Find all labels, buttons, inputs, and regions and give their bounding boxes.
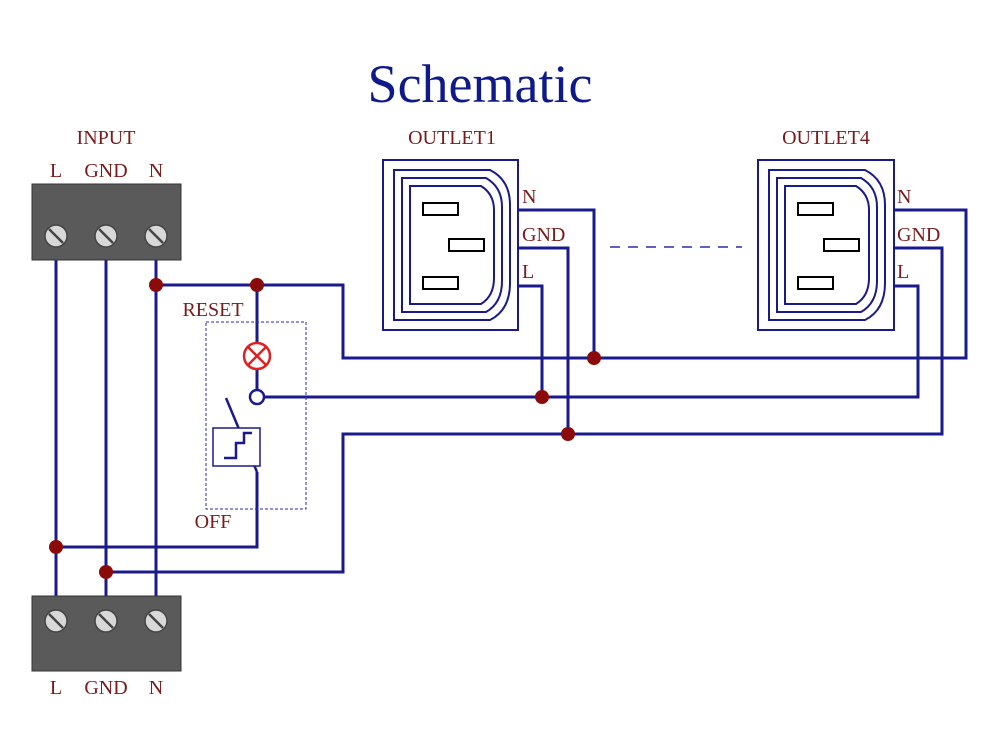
outlet4-pin-n: N <box>897 186 911 208</box>
breaker-enclosure <box>205 321 307 510</box>
output-terminal-n-label: N <box>149 677 163 699</box>
junction-node <box>587 351 601 365</box>
output-block-body <box>31 595 182 672</box>
input-terminal-n-label: N <box>149 160 163 182</box>
outlet-4: OUTLET4 N GND L <box>757 127 940 331</box>
off-label: OFF <box>195 511 232 533</box>
wire-outlet1-l <box>518 284 544 397</box>
outlet1-pin-gnd: GND <box>522 224 565 246</box>
junction-node <box>535 390 549 404</box>
output-terminal-block: L GND N <box>31 595 182 699</box>
outlet-1: OUTLET1 N GND L <box>382 127 565 331</box>
output-terminal-gnd-label: GND <box>84 677 127 699</box>
wires <box>54 208 968 598</box>
wire-outlet1-gnd <box>518 246 570 434</box>
iec-c13-outlet-icon <box>768 169 886 321</box>
page-title: Schematic <box>368 54 593 114</box>
junction-node <box>250 278 264 292</box>
input-label: INPUT <box>77 127 136 149</box>
outlet1-pin-n: N <box>522 186 536 208</box>
junction-node <box>561 427 575 441</box>
input-block-body <box>31 183 182 261</box>
input-terminal-block: INPUT L GND N <box>31 127 182 261</box>
input-terminal-gnd-label: GND <box>84 160 127 182</box>
contact-terminal-icon <box>248 388 266 406</box>
iec-c13-outlet-icon <box>393 169 511 321</box>
junction-node <box>99 565 113 579</box>
lamp-icon <box>242 341 272 371</box>
wire-n-bus <box>156 208 968 360</box>
screw-icon <box>44 609 68 633</box>
screw-icon <box>94 224 118 248</box>
screw-icon <box>144 609 168 633</box>
junction-nodes <box>49 278 601 579</box>
screw-icon <box>144 224 168 248</box>
screw-icon <box>94 609 118 633</box>
outlet4-name: OUTLET4 <box>782 127 870 149</box>
junction-node <box>49 540 63 554</box>
reset-label: RESET <box>182 299 243 321</box>
thermal-breaker-icon <box>212 427 261 467</box>
wire-l-to-breaker <box>56 472 259 549</box>
output-terminal-l-label: L <box>50 677 62 699</box>
outlet4-pin-l: L <box>897 261 909 283</box>
wire-outlet1-n <box>518 208 596 358</box>
circuit-breaker: RESET OFF <box>182 299 307 533</box>
outlet1-pin-l: L <box>522 261 534 283</box>
outlet1-name: OUTLET1 <box>408 127 496 149</box>
screw-icon <box>44 224 68 248</box>
input-terminal-l-label: L <box>50 160 62 182</box>
junction-node <box>149 278 163 292</box>
outlet4-pin-gnd: GND <box>897 224 940 246</box>
wire-l-bus <box>264 284 920 399</box>
wire-gnd-bus <box>106 246 944 574</box>
